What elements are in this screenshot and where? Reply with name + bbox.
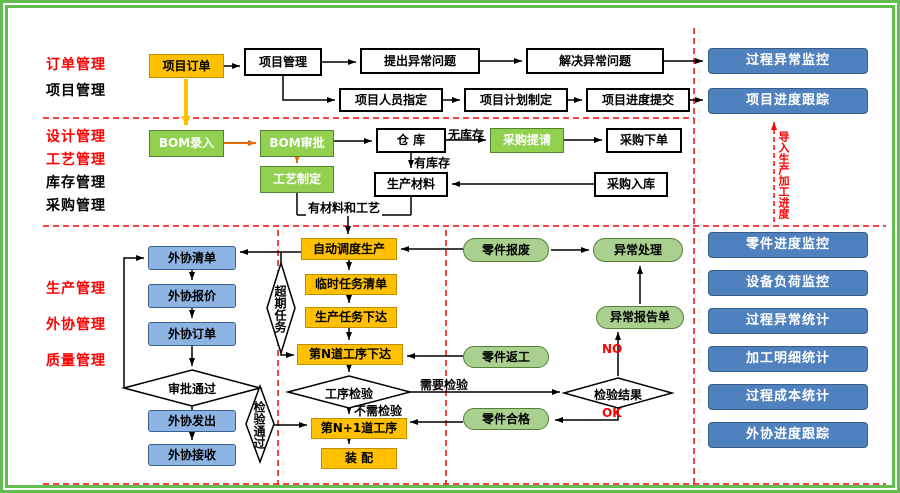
node-production-material: 生产材料: [374, 172, 448, 197]
label-has-stock: 有库存: [414, 156, 451, 170]
node-task-release: 生产任务下达: [305, 307, 397, 328]
node-warehouse: 仓 库: [376, 128, 446, 153]
node-bom-entry: BOM录入: [149, 130, 224, 157]
node-nth-process-release: 第N道工序下达: [297, 344, 403, 365]
label-no-need-inspect: 不需检验: [354, 404, 403, 418]
node-temp-task-list: 临时任务清单: [305, 274, 397, 295]
panel-item-part-progress-monitor: 零件进度监控: [708, 232, 868, 258]
node-purchase-order: 采购下单: [606, 128, 682, 153]
node-exception-report: 异常报告单: [596, 306, 684, 329]
panel-item-equipment-load-monitor: 设备负荷监控: [708, 270, 868, 296]
label-material-ready: 有材料和工艺: [306, 199, 383, 216]
node-resolve-issue: 解决异常问题: [526, 48, 664, 74]
label-outsourcing-mgmt: 外协管理: [46, 317, 106, 333]
node-next-process: 第N+1道工序: [311, 418, 407, 439]
label-project-mgmt: 项目管理: [46, 83, 106, 99]
decision-approve-pass: 审批通过: [167, 382, 216, 396]
panel-item-process-exception-monitor: 过程异常监控: [708, 48, 868, 74]
panel-item-machining-detail-stats: 加工明细统计: [708, 346, 868, 372]
label-ok: OK: [602, 406, 622, 420]
label-design-mgmt: 设计管理: [46, 129, 106, 145]
node-purchase-request: 采购提请: [490, 128, 564, 153]
label-import-production-progress: 导入生产加工进度: [777, 131, 790, 219]
node-project-mgmt: 项目管理: [244, 48, 322, 76]
panel-item-process-cost-stats: 过程成本统计: [708, 384, 868, 410]
label-need-inspect: 需要检验: [420, 378, 469, 392]
node-exception-handle: 异常处理: [593, 238, 683, 262]
node-part-rework: 零件返工: [463, 346, 549, 368]
node-part-ok: 零件合格: [463, 408, 549, 430]
node-raise-issue: 提出异常问题: [360, 48, 480, 74]
label-no-stock: 无库存: [448, 128, 485, 142]
node-purchase-inbound: 采购入库: [594, 172, 668, 197]
node-project-order: 项目订单: [149, 54, 224, 78]
panel-item-project-progress-track: 项目进度跟踪: [708, 88, 868, 114]
node-bom-approve: BOM审批: [260, 130, 334, 157]
panel-item-outsource-progress-track: 外协进度跟踪: [708, 422, 868, 448]
label-order-mgmt: 订单管理: [46, 57, 106, 73]
node-outsource-send: 外协发出: [148, 410, 236, 432]
decision-inspect-result: 检验结果: [593, 388, 642, 402]
label-process-mgmt: 工艺管理: [46, 152, 106, 168]
decision-overdue-task: 超期任务: [273, 285, 287, 333]
label-quality-mgmt: 质量管理: [46, 353, 106, 369]
label-production-mgmt: 生产管理: [46, 281, 106, 297]
decision-process-inspect: 工序检验: [324, 387, 373, 401]
label-purchase-mgmt: 采购管理: [46, 198, 106, 214]
node-outsource-quote: 外协报价: [148, 284, 236, 308]
decision-inspect-pass: 检验通过: [252, 401, 266, 449]
node-outsource-order: 外协订单: [148, 322, 236, 346]
node-assembly: 装 配: [321, 448, 397, 469]
node-progress-submit: 项目进度提交: [586, 88, 690, 112]
node-outsource-list: 外协清单: [148, 246, 236, 270]
panel-item-process-exception-stats: 过程异常统计: [708, 308, 868, 334]
node-plan-make: 项目计划制定: [464, 88, 568, 112]
node-part-scrap: 零件报废: [463, 238, 549, 262]
label-stock-mgmt: 库存管理: [46, 175, 106, 191]
node-process-define: 工艺制定: [260, 166, 334, 193]
node-outsource-receive: 外协接收: [148, 444, 236, 466]
label-no: NO: [602, 342, 623, 356]
node-auto-schedule: 自动调度生产: [301, 238, 397, 260]
node-assign-staff: 项目人员指定: [339, 88, 443, 112]
